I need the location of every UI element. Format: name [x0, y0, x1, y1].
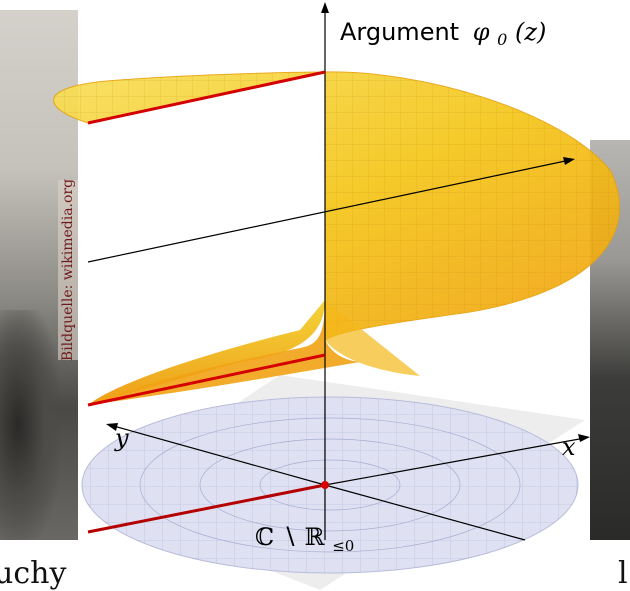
caption-right: l	[618, 556, 628, 591]
axis-title-word: Argument	[340, 18, 459, 46]
axis-title: Argument φ 0 (z)	[340, 18, 546, 51]
y-axis-label: y	[114, 424, 129, 452]
argument-axis	[321, 2, 329, 540]
branch-cut-top	[87, 70, 326, 125]
caption-left: uchy	[0, 556, 67, 591]
domain-label-main: ℂ ∖ ℝ	[255, 523, 326, 551]
upper-x-axis	[87, 157, 575, 263]
branch-cut-middle	[87, 353, 326, 407]
origin-point	[321, 481, 329, 489]
complex-plane	[81, 396, 579, 574]
axis-title-symbol: φ	[473, 18, 490, 46]
image-credit: Bildquelle: wikimedia.org	[58, 179, 78, 361]
axis-title-subscript: 0	[497, 30, 507, 49]
branch-cut-plane	[87, 483, 326, 534]
surface-lower-sheet	[325, 300, 420, 376]
plane-axes	[106, 423, 590, 541]
domain-label: ℂ ∖ ℝ ≤0	[255, 523, 354, 555]
domain-label-subscript: ≤0	[332, 537, 354, 555]
axis-title-arg: (z)	[515, 18, 546, 46]
x-axis-label: x	[562, 433, 576, 461]
